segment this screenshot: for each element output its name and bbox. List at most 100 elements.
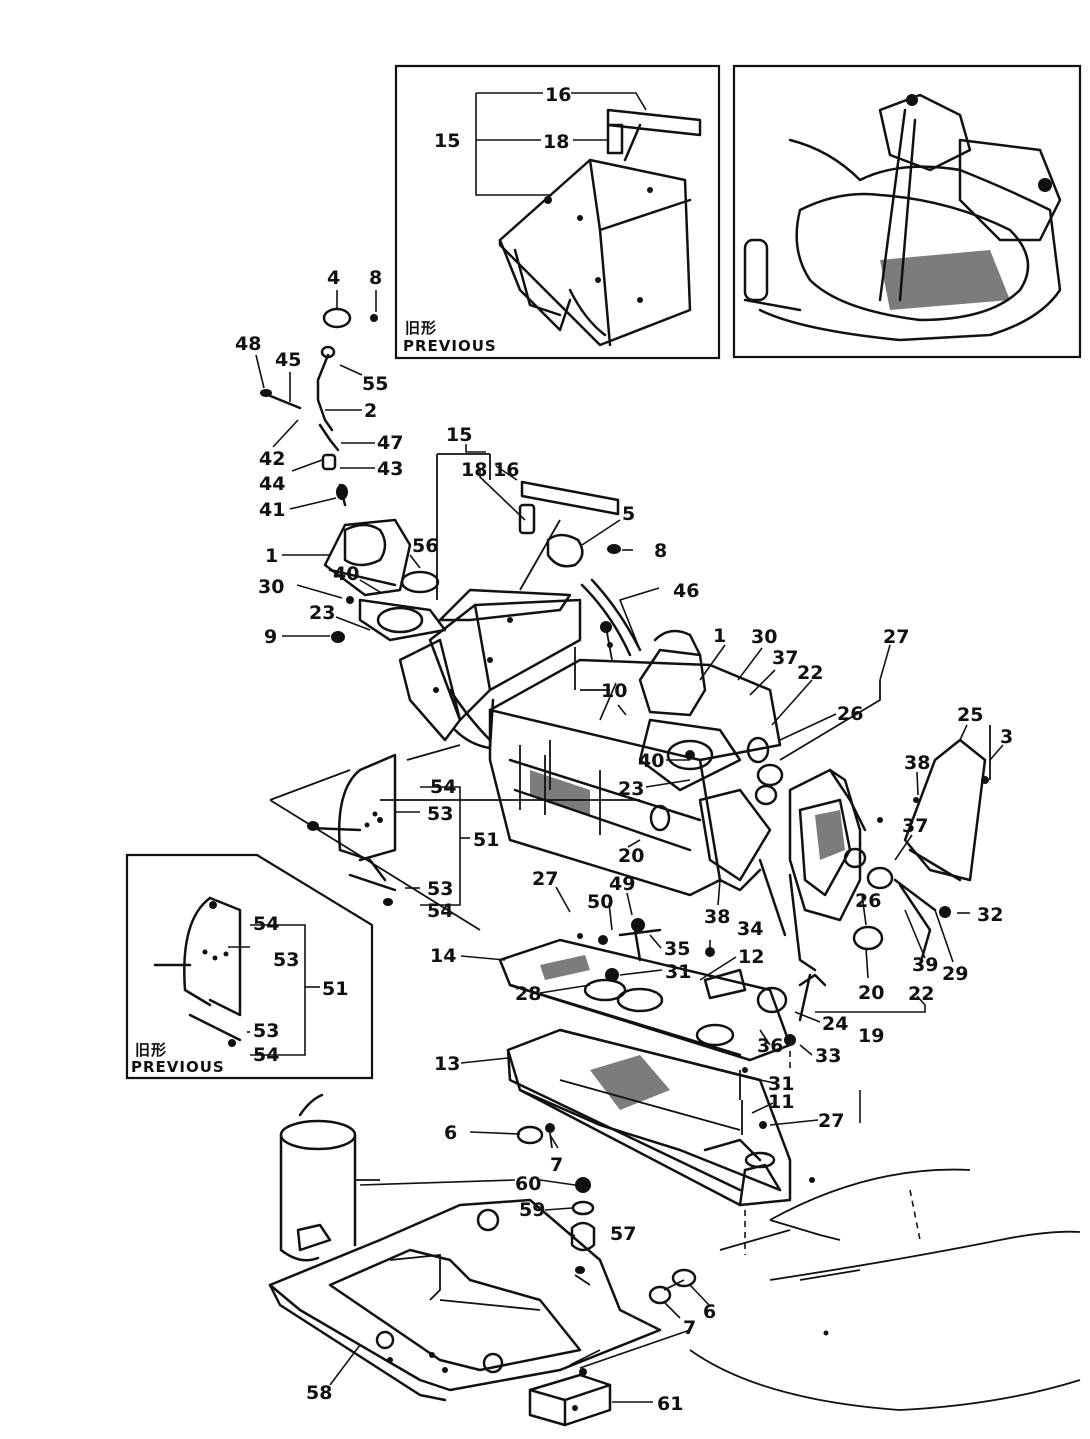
callout: 53: [253, 1020, 279, 1042]
inset-photo-assembly: [743, 93, 1062, 342]
inset-previous-bracket-frame: [125, 853, 374, 1080]
callout: 60: [515, 1173, 541, 1195]
callout: 42: [259, 448, 285, 470]
callout: 14: [430, 945, 456, 967]
callout: 16: [493, 459, 519, 481]
callout: 40: [333, 563, 359, 585]
callout: 58: [306, 1382, 332, 1404]
callout: 8: [654, 540, 667, 562]
callout: 61: [657, 1393, 683, 1415]
callout: 47: [377, 432, 403, 454]
callout: 54: [253, 1044, 279, 1066]
callout: 51: [473, 829, 499, 851]
callout: 18: [543, 131, 569, 153]
callout: 44: [259, 473, 285, 495]
boot-left: [323, 518, 447, 643]
callout: 1: [265, 545, 278, 567]
callout: 31: [768, 1073, 794, 1095]
callout: 5: [622, 503, 635, 525]
callout: 50: [587, 891, 613, 913]
inset-left-caption-en: PREVIOUS: [131, 1058, 225, 1076]
callout: 37: [772, 647, 798, 669]
inset-top-caption-en: PREVIOUS: [403, 337, 497, 355]
floor-plate: [268, 1198, 662, 1402]
callout: 53: [427, 878, 453, 900]
plate-upper: [498, 918, 792, 1062]
callout: 29: [942, 963, 968, 985]
callout: 19: [858, 1025, 884, 1047]
callout: 7: [550, 1154, 563, 1176]
callout: 38: [904, 752, 930, 774]
callout: 16: [545, 84, 571, 106]
inset-previous-frame: [394, 64, 721, 360]
callout: 43: [377, 458, 403, 480]
callout: 11: [768, 1091, 794, 1113]
callout: 23: [618, 778, 644, 800]
callout: 54: [253, 913, 279, 935]
callout: 30: [258, 576, 284, 598]
callout: 26: [837, 703, 863, 725]
mount-hardware: [516, 1123, 697, 1305]
machine-body-outline: [689, 1168, 1081, 1411]
inset-top-caption-jp: 旧形: [405, 319, 437, 337]
lever-knob: [518, 480, 642, 657]
callout: 27: [883, 626, 909, 648]
callout: 24: [822, 1013, 848, 1035]
callout: 51: [322, 978, 348, 1000]
callout: 35: [664, 938, 690, 960]
callout: 20: [858, 982, 884, 1004]
callout: 54: [430, 776, 456, 798]
callout: 22: [797, 662, 823, 684]
callout: 36: [757, 1035, 783, 1057]
callout: 53: [427, 803, 453, 825]
callout: 4: [327, 267, 340, 289]
callout: 31: [665, 961, 691, 983]
callout: 12: [738, 946, 764, 968]
callout: 10: [601, 680, 627, 702]
callout: 13: [434, 1053, 460, 1075]
callout: 18: [461, 459, 487, 481]
callout: 25: [957, 704, 983, 726]
callout: 15: [446, 424, 472, 446]
callout: 54: [427, 900, 453, 922]
console-box: [398, 453, 582, 750]
callout: 41: [259, 499, 285, 521]
callout: 40: [638, 750, 664, 772]
callout: 6: [444, 1122, 457, 1144]
callout: 34: [737, 918, 763, 940]
callout: 22: [908, 983, 934, 1005]
callout: 7: [683, 1317, 696, 1339]
callout: 37: [902, 815, 928, 837]
bracket-previous: [153, 896, 242, 1047]
callout: 49: [609, 873, 635, 895]
inset-left-caption-jp: 旧形: [135, 1041, 167, 1059]
plate-lower: [506, 1028, 815, 1255]
main-console-housing: [488, 621, 784, 897]
callout: 59: [519, 1199, 545, 1221]
callout: 1: [713, 625, 726, 647]
callout: 56: [412, 535, 438, 557]
callout: 55: [362, 373, 388, 395]
callout: 57: [610, 1223, 636, 1245]
callout: 38: [704, 906, 730, 928]
callout: 48: [235, 333, 261, 355]
callout: 8: [369, 267, 382, 289]
callout: 2: [364, 400, 377, 422]
callout: 3: [1000, 726, 1013, 748]
callout: 6: [703, 1301, 716, 1323]
callout: 33: [815, 1045, 841, 1067]
callout: 15: [434, 130, 460, 152]
callout: 46: [673, 580, 699, 602]
callout: 23: [309, 602, 335, 624]
callout: 28: [515, 983, 541, 1005]
callout: 39: [912, 954, 938, 976]
callout: 9: [264, 626, 277, 648]
callout: 27: [818, 1110, 844, 1132]
callout: 27: [532, 868, 558, 890]
shift-lever-assembly: [260, 307, 378, 507]
bracket-main: [307, 744, 461, 906]
leader-lines: [228, 92, 1004, 1403]
inset-photo-frame: [732, 64, 1082, 359]
callout: 26: [855, 890, 881, 912]
